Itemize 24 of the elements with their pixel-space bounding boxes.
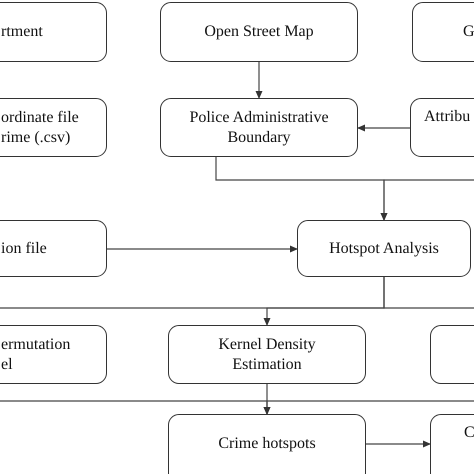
arrow <box>357 124 410 132</box>
node-label: ermutation el <box>1 334 72 374</box>
arrow <box>380 179 474 221</box>
process-box <box>168 414 366 474</box>
node-label: ion file <box>1 238 48 258</box>
node-label: Hotspot Analysis <box>328 238 440 258</box>
node-label: G <box>463 22 474 42</box>
process-box <box>168 325 366 384</box>
node-label: Open Street Map <box>203 22 315 42</box>
process-box <box>160 2 358 62</box>
node-label: C <box>464 423 474 443</box>
arrow <box>107 246 298 252</box>
process-box <box>160 98 358 157</box>
arrow <box>256 62 262 99</box>
connector-line <box>383 277 474 309</box>
arrow <box>366 440 431 448</box>
process-box <box>297 220 471 277</box>
node-label: ordinate file rime (.csv) <box>1 108 80 148</box>
node-label: rtment <box>1 22 44 42</box>
node-label: Kernel Density Estimation <box>217 334 317 374</box>
node-label: Crime hotspots <box>217 434 317 454</box>
node-label: Police Administrative Boundary <box>188 108 330 148</box>
arrow <box>264 400 474 415</box>
node-label: Attribu <box>424 107 472 127</box>
